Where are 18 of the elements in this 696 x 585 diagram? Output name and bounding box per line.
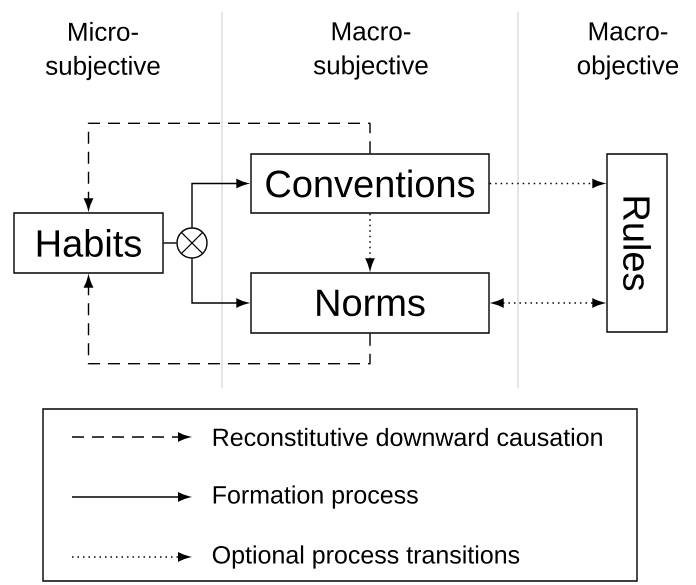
legend-label: Optional process transitions <box>212 545 520 569</box>
process-box: Habits <box>13 212 164 274</box>
arrow <box>191 178 248 228</box>
column-heading: Macro- objective <box>578 22 678 80</box>
arrow <box>84 122 371 210</box>
arrow <box>492 298 604 308</box>
arrow <box>84 276 371 364</box>
process-box: Norms <box>250 272 490 334</box>
arrow <box>490 179 604 188</box>
circle-symbol <box>176 227 208 259</box>
column-heading: Micro- subjective <box>46 22 160 80</box>
process-box: Conventions <box>250 153 490 214</box>
arrow <box>366 214 374 270</box>
arrow <box>191 258 248 308</box>
legend-label: Reconstitutive downward causation <box>214 428 602 446</box>
process-box: Rules <box>606 153 668 333</box>
legend-label: Formation process <box>214 485 418 509</box>
column-heading: Macro- subjective <box>314 22 428 80</box>
